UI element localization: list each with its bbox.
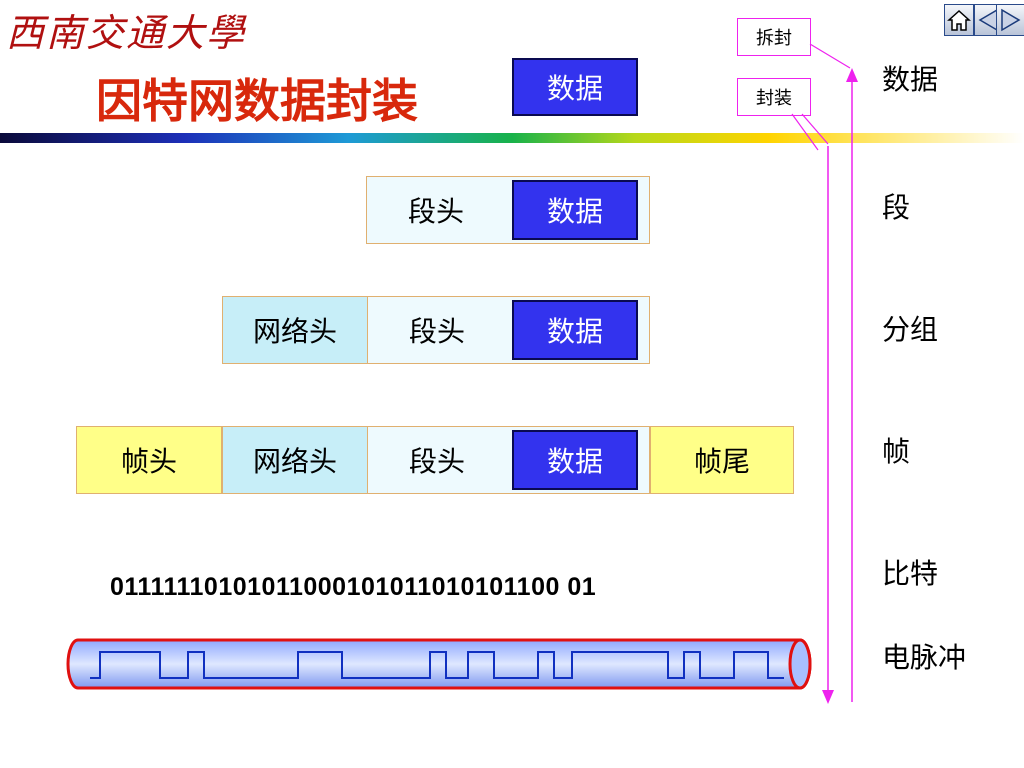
network-header-cell: 网络头 [222, 296, 368, 364]
segment-header-cell: 段头 [408, 445, 465, 478]
encapsulation-leader [791, 113, 819, 151]
data-cell: 数据 [512, 180, 638, 240]
decapsulation-leader [809, 43, 851, 69]
side-label-data: 数据 [882, 63, 939, 96]
encapsulation-leader-2 [801, 113, 829, 145]
next-button[interactable] [996, 4, 1024, 36]
home-button[interactable] [944, 4, 974, 36]
home-icon [947, 9, 971, 31]
encapsulation-arrowhead [822, 690, 834, 704]
data-cell: 数据 [512, 58, 638, 116]
data-cell: 数据 [512, 430, 638, 490]
cable-end [788, 638, 812, 690]
direction-arrows [791, 43, 858, 704]
side-label-segment: 段 [882, 191, 911, 224]
side-label-pulses: 电脉冲 [882, 641, 967, 674]
encapsulation-callout: 封装 [737, 78, 811, 116]
triangle-right-icon [1001, 8, 1021, 32]
data-cell: 数据 [512, 300, 638, 360]
decapsulation-arrowhead [846, 68, 858, 82]
header-divider [0, 133, 1024, 143]
bitstream-text: 01111110101011000101011010101100 01 [110, 573, 597, 601]
side-label-bits: 比特 [882, 557, 939, 590]
side-label-packet: 分组 [882, 313, 939, 346]
segment-header-cell: 段头 [407, 195, 464, 228]
side-label-frame: 帧 [882, 435, 911, 468]
frame-header-cell: 帧头 [76, 426, 222, 494]
page-title: 因特网数据封装 [96, 74, 418, 128]
pulse-waveform [90, 651, 784, 679]
decapsulation-callout: 拆封 [737, 18, 811, 56]
cable-diagram [66, 638, 812, 690]
frame-trailer-cell: 帧尾 [650, 426, 794, 494]
network-header-cell: 网络头 [222, 426, 368, 494]
school-logo: 西南交通大學 [6, 11, 247, 55]
cable-body [66, 638, 812, 690]
segment-header-cell: 段头 [408, 315, 465, 348]
